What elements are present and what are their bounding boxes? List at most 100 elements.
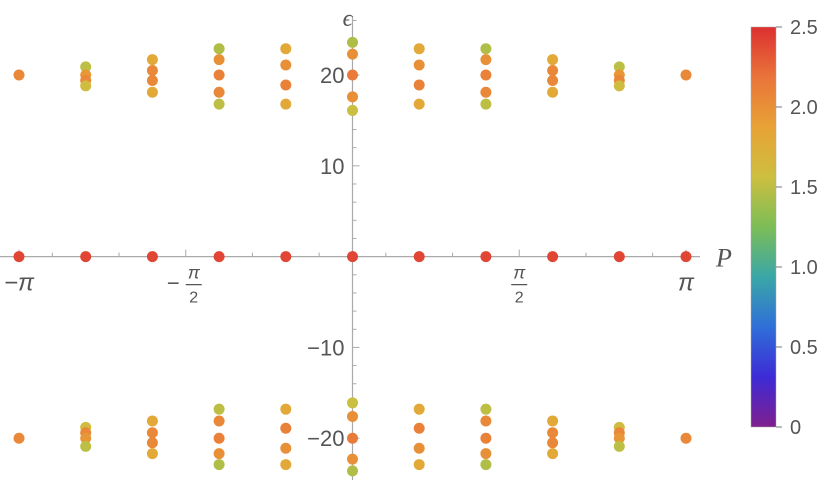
data-point	[280, 43, 292, 55]
data-point	[280, 459, 292, 471]
data-point	[413, 459, 425, 471]
data-point	[213, 415, 225, 427]
data-point	[613, 440, 625, 452]
data-point	[80, 432, 92, 444]
data-point	[80, 80, 92, 92]
colorbar-tick-label: 1.5	[790, 177, 818, 199]
data-point	[146, 74, 158, 86]
data-point	[413, 59, 425, 71]
data-point	[413, 442, 425, 454]
colorbar-tick-label: 0	[790, 417, 801, 439]
data-point	[413, 403, 425, 415]
data-point	[480, 403, 492, 415]
data-point	[347, 48, 358, 60]
data-point	[146, 86, 158, 98]
data-point	[547, 415, 559, 427]
data-point	[413, 43, 425, 55]
data-point	[146, 415, 158, 427]
x-tick-denominator: 2	[515, 290, 524, 307]
data-point	[547, 427, 559, 439]
data-point	[480, 415, 492, 427]
data-point	[146, 64, 158, 76]
data-point	[146, 437, 158, 449]
data-point	[213, 86, 225, 98]
data-point	[480, 459, 492, 471]
data-point	[547, 437, 559, 449]
y-tick-label: 10	[320, 154, 344, 179]
y-tick-label: −20	[307, 426, 344, 451]
data-point	[347, 453, 358, 465]
data-point	[213, 69, 225, 81]
y-axis-label: ϵ	[343, 6, 354, 32]
data-point	[347, 91, 358, 103]
data-point	[213, 98, 225, 110]
data-point	[480, 432, 492, 444]
data-point	[80, 251, 92, 263]
data-point	[347, 251, 358, 263]
data-point	[280, 79, 292, 91]
data-point	[413, 79, 425, 91]
data-point	[547, 251, 559, 263]
data-point	[80, 61, 92, 73]
colorbar-tick-label: 0.5	[790, 337, 818, 359]
data-point	[480, 43, 492, 55]
x-tick-numerator: π	[188, 263, 201, 283]
data-point	[480, 69, 492, 81]
data-point	[613, 80, 625, 92]
data-point	[13, 432, 25, 444]
data-point	[347, 69, 358, 81]
data-point	[613, 432, 625, 444]
data-point	[480, 448, 492, 460]
y-tick-label: 20	[320, 63, 344, 88]
data-point	[280, 403, 292, 415]
data-point	[280, 59, 292, 71]
data-point	[146, 427, 158, 439]
data-point	[146, 251, 158, 263]
colorbar-gradient	[750, 26, 777, 428]
data-point	[146, 54, 158, 66]
data-point	[213, 251, 225, 263]
data-point	[347, 465, 358, 477]
data-point	[413, 422, 425, 434]
data-point	[680, 432, 692, 444]
data-point	[480, 86, 492, 98]
data-point	[280, 422, 292, 434]
x-tick-label: π	[678, 270, 695, 297]
data-point	[480, 251, 492, 263]
data-point	[13, 251, 25, 263]
data-point	[547, 64, 559, 76]
data-point	[413, 98, 425, 110]
data-point	[213, 54, 225, 66]
x-axis-label: P	[715, 244, 732, 273]
data-point	[280, 98, 292, 110]
data-point	[280, 251, 292, 263]
colorbar-tick-label: 2.0	[790, 97, 818, 119]
data-point	[213, 403, 225, 415]
data-point	[680, 251, 692, 263]
data-points	[13, 36, 692, 477]
data-point	[613, 251, 625, 263]
colorbar-tick-label: 2.5	[790, 17, 818, 39]
data-point	[547, 86, 559, 98]
x-tick-denominator: 2	[189, 290, 198, 307]
x-tick-sign: −	[167, 271, 180, 296]
data-point	[213, 432, 225, 444]
data-point	[146, 448, 158, 460]
data-point	[13, 69, 25, 81]
data-point	[347, 432, 358, 444]
y-tick-label: −10	[307, 335, 344, 360]
data-point	[480, 98, 492, 110]
x-tick-label: π2	[511, 263, 528, 307]
data-point	[213, 43, 225, 55]
data-point	[347, 410, 358, 422]
data-point	[280, 442, 292, 454]
data-point	[547, 54, 559, 66]
data-point	[347, 397, 358, 409]
data-point	[80, 440, 92, 452]
data-point	[547, 448, 559, 460]
colorbar-tick-label: 1.0	[790, 257, 818, 279]
data-point	[347, 104, 358, 116]
data-point	[547, 74, 559, 86]
